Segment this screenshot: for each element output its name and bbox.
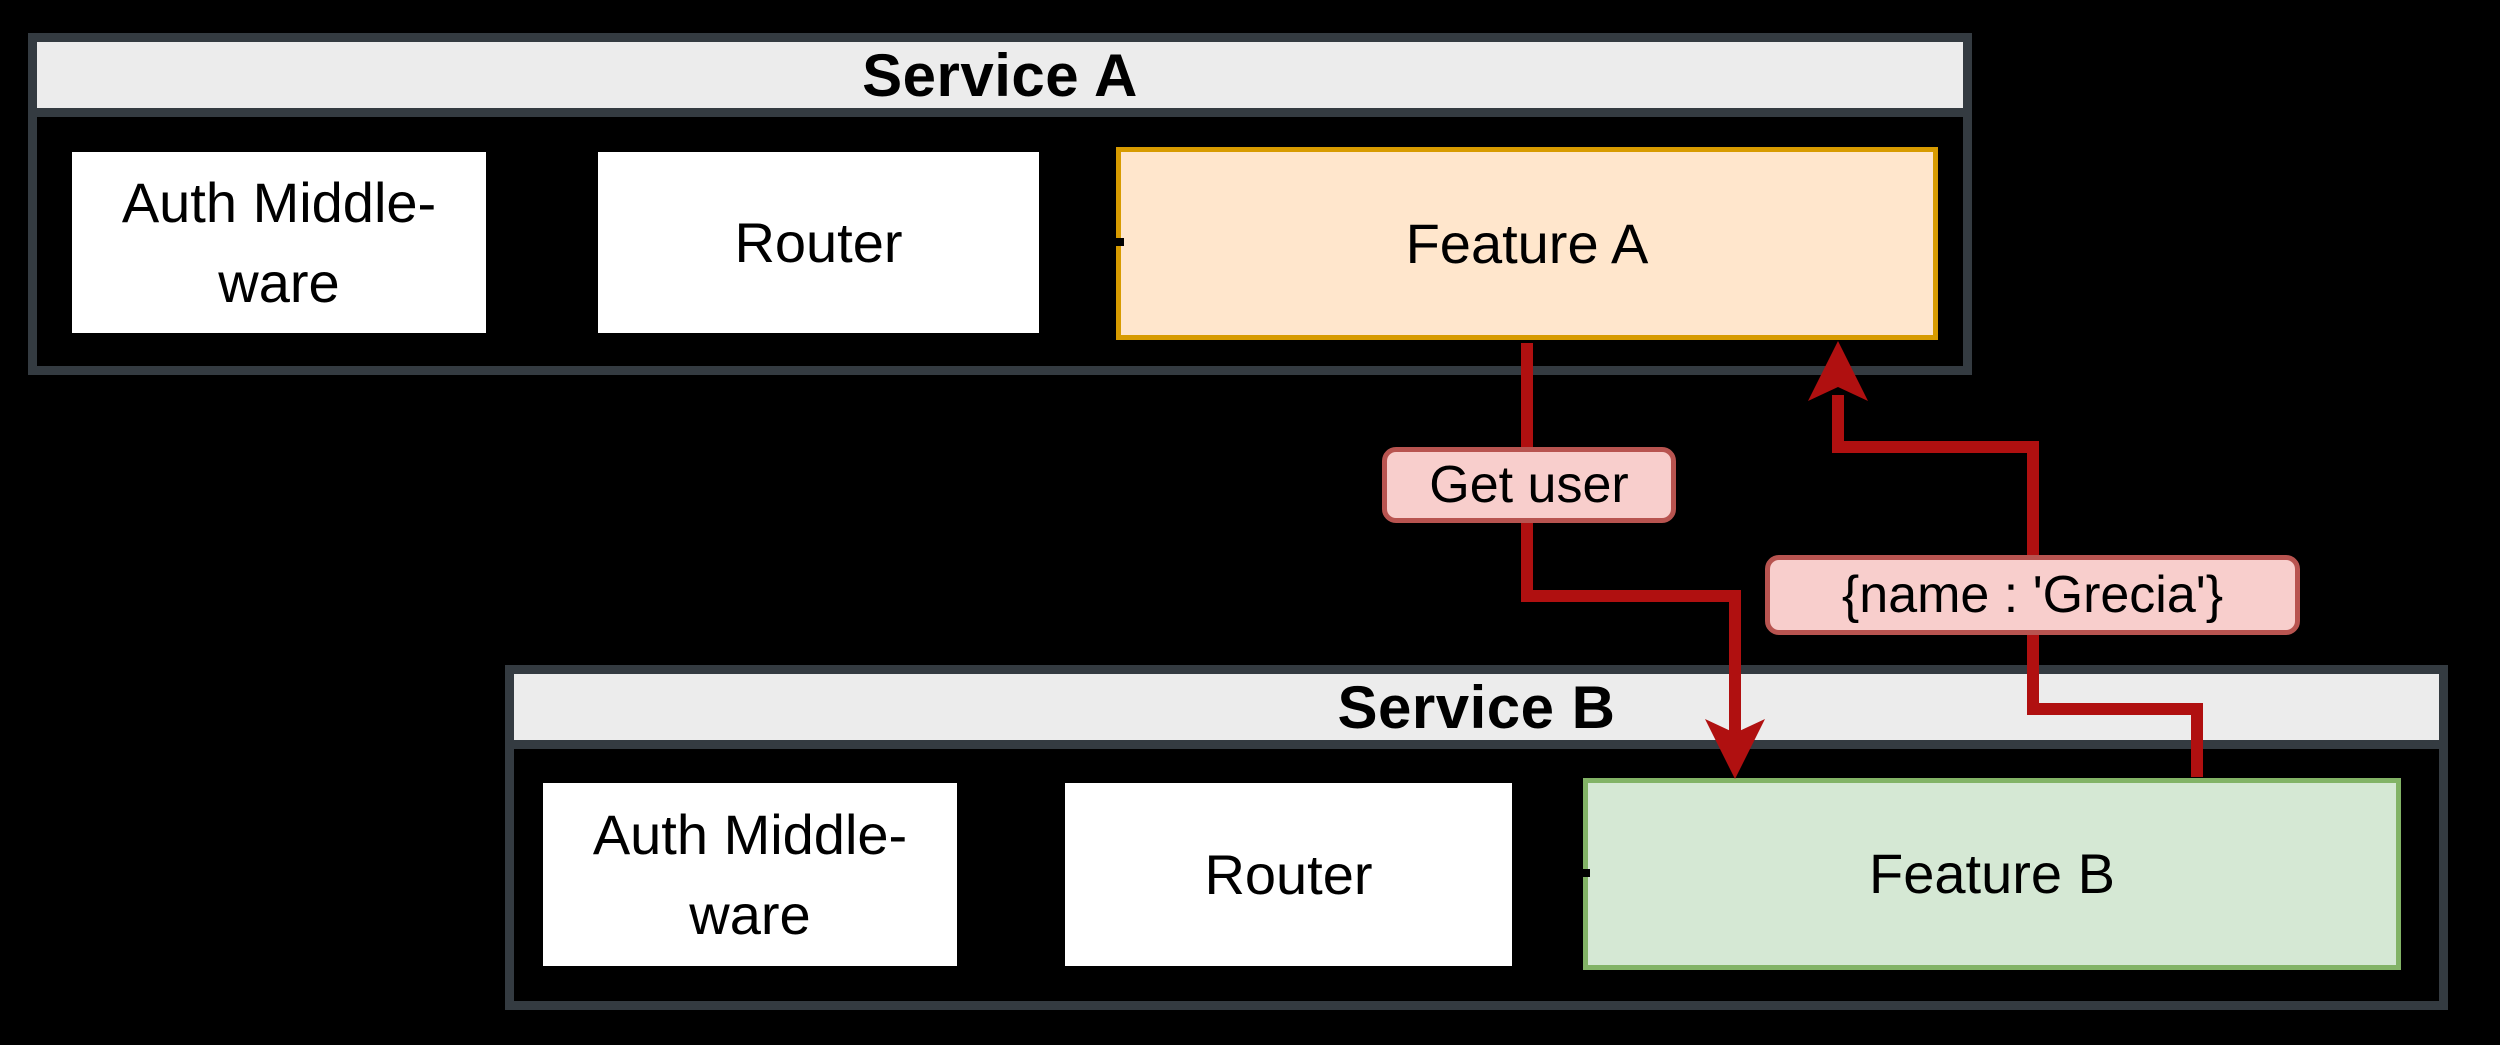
connector-stub-feature-a	[1106, 238, 1124, 246]
service-b-title: Service B	[514, 674, 2439, 749]
box-auth-middleware-b: Auth Middle- ware	[543, 783, 957, 966]
service-a-title: Service A	[37, 42, 1963, 117]
box-auth-middleware-a: Auth Middle- ware	[72, 152, 486, 333]
box-feature-a: Feature A	[1116, 147, 1938, 340]
message-label-grecia: {name : 'Grecia'}	[1765, 555, 2300, 635]
box-router-b: Router	[1065, 783, 1512, 966]
message-label-get-user: Get user	[1382, 447, 1676, 523]
box-feature-b: Feature B	[1583, 778, 2401, 970]
box-router-a: Router	[598, 152, 1039, 333]
connector-stub-feature-b	[1572, 869, 1590, 877]
